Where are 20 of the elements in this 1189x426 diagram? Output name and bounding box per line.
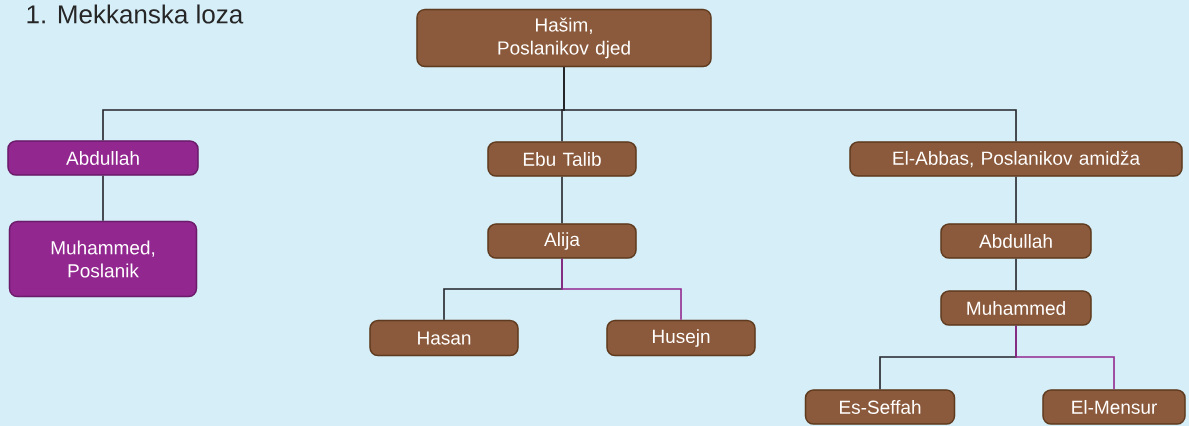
- connector-line: [1015, 324, 1115, 391]
- title: 1. Mekkanska loza: [27, 4, 244, 24]
- person-box: El-Mensur: [1042, 389, 1186, 425]
- person-box: Muhammed, Poslanik: [8, 220, 198, 298]
- person-box: Alija: [487, 223, 637, 259]
- person-box: Hasan: [369, 319, 519, 357]
- person-box: El-Abbas, Poslanikov amidža: [849, 141, 1183, 177]
- person-box: Muhammed: [940, 290, 1092, 326]
- person-box: Abdullah: [940, 223, 1092, 259]
- connector-line: [1015, 175, 1017, 225]
- connector-line: [102, 174, 104, 222]
- person-box: Es-Seffah: [804, 389, 956, 425]
- person-box: Ebu Talib: [487, 141, 637, 177]
- person-box: Abdullah: [7, 140, 199, 176]
- person-box: Hašim, Poslanikov djed: [416, 8, 712, 68]
- connector-line: [561, 257, 682, 321]
- connector-line: [1015, 257, 1017, 292]
- connector-line: [563, 66, 1017, 143]
- connector-line: [561, 175, 563, 225]
- person-box: Husejn: [606, 319, 756, 357]
